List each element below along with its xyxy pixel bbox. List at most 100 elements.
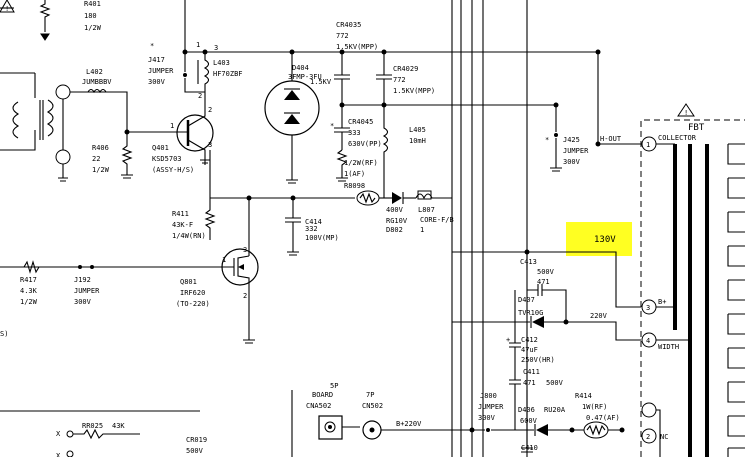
l403-pin-1: 1 xyxy=(196,41,200,49)
l807-ferrite: L807 CORE-F/B 1 xyxy=(415,190,454,234)
c412-rating: 250V(HR) xyxy=(521,356,555,364)
q401-pin-3: 3 xyxy=(208,141,212,149)
q401-transistor: 1 2 3 Q401 KSD5703 (ASSY-H/S) xyxy=(127,90,214,174)
cr4045-ref: CR4045 xyxy=(348,118,373,126)
l403-pin-2: 2 xyxy=(198,92,202,100)
d802-ref: D802 xyxy=(386,226,403,234)
fbt-pin-1: 1 xyxy=(646,141,650,149)
c411-capacitor: C411 471 500V xyxy=(509,365,564,398)
cn502-label: CN502 xyxy=(362,402,383,410)
cr4029-rating: 1.5KV(MPP) xyxy=(393,87,435,95)
d406-rating: 600V xyxy=(520,417,538,425)
warning-mark-1: ! xyxy=(5,5,9,13)
d404-diode: D404 3FMP-3FU 1.5KV xyxy=(264,52,332,184)
hout-label: H-OUT xyxy=(600,135,622,143)
cr4029-value: 772 xyxy=(393,76,406,84)
l405-value: 10mH xyxy=(409,137,426,145)
l403-value: HF70ZBF xyxy=(213,70,243,78)
cr4045-capacitor: * CR4045 333 630V(PP) xyxy=(330,105,382,150)
d407-ref: D407 xyxy=(518,296,535,304)
l402-value: JUMBBBV xyxy=(82,78,112,86)
r411-resistor: R411 43K-F 1/4W(RN) xyxy=(172,150,216,240)
board-label: BOARD xyxy=(312,391,333,399)
d404-value: 3FMP-3FU xyxy=(288,73,322,81)
r401-resistor: R401 180 1/2W xyxy=(39,0,102,41)
fbt-pin-b-label: B+ xyxy=(658,298,666,306)
r8098-thermistor: R8098 xyxy=(344,182,380,206)
driver-transformer xyxy=(0,72,128,182)
d404-ref: D404 xyxy=(292,64,309,72)
q401-value: KSD5703 xyxy=(152,155,182,163)
c413-capacitor: C413 500V 471 xyxy=(520,252,567,322)
fbt-pin-nc-label: NC xyxy=(660,433,668,441)
x-mark-2: X xyxy=(56,452,61,457)
j425-value: JUMPER xyxy=(563,147,589,155)
l402-coil xyxy=(87,88,107,94)
r414-fusible-resistor: R414 1W(RF) 0.47(AF) xyxy=(572,392,625,439)
fbt-outline xyxy=(640,119,745,457)
j192-ref: J192 xyxy=(74,276,91,284)
l403-inductor: 1 2 3 L403 HF70ZBF xyxy=(196,41,243,100)
fbt-pin-4: 4 xyxy=(646,337,650,345)
j192-value: JUMPER xyxy=(74,287,100,295)
c413-ref: C413 xyxy=(520,258,537,266)
l402-ref: L402 xyxy=(86,68,103,76)
r417-resistor: R417 4.3K 1/2W xyxy=(20,260,40,306)
cr4029-ref: CR4029 xyxy=(393,65,418,73)
q401-ref: Q401 xyxy=(152,144,169,152)
l807-value: CORE-F/B xyxy=(420,216,454,224)
r414-ref: R414 xyxy=(575,392,592,400)
d404-rating: 1.5KV xyxy=(310,78,332,86)
j425-jumper: * J425 JUMPER 300V xyxy=(545,105,589,172)
d802-rating: 400V xyxy=(386,206,404,214)
q401-pin-1: 1 xyxy=(170,122,174,130)
rr025-resistor: X X RR025 43K xyxy=(0,410,200,457)
l807-ref: L807 xyxy=(418,206,435,214)
d406-value: RU20A xyxy=(544,406,566,414)
c414-rating: 100V(MP) xyxy=(305,234,339,242)
j425-star: * xyxy=(545,136,549,144)
cr4045-rating: 630V(PP) xyxy=(348,140,382,148)
j417-jumper: * J417 JUMPER 300V xyxy=(148,42,205,93)
line-130v-wire xyxy=(452,251,641,308)
r406-ref: R406 xyxy=(92,144,109,152)
j800-jumper: J800 JUMPER 300V xyxy=(469,392,515,433)
c412-plus: + xyxy=(506,336,510,344)
d802-value: RG10V xyxy=(386,217,408,225)
j425-ref: J425 xyxy=(563,136,580,144)
fbt-pin-width-label: WIDTH xyxy=(658,343,679,351)
voltage-130v-label: 130V xyxy=(594,235,616,245)
cr4035-value: 772 xyxy=(336,32,349,40)
cn5p-label: 5P xyxy=(330,382,338,390)
rr025-value: 43K xyxy=(112,422,125,430)
c411-value: 471 xyxy=(523,379,536,387)
c410-ref: C410 xyxy=(521,444,538,452)
j417-rating: 300V xyxy=(148,78,166,86)
warning-triangle-icon-fbt xyxy=(677,103,695,117)
q801-note: (TO-220) xyxy=(176,300,210,308)
r411-rating: 1/4W(RN) xyxy=(172,232,206,240)
c412-value: 47uF xyxy=(521,346,538,354)
warning-mark-2: ! xyxy=(684,109,688,117)
r4016-resistor: 1/2W(RF) 1(AF) xyxy=(336,149,378,182)
j800-ref: J800 xyxy=(480,392,497,400)
j417-value: JUMPER xyxy=(148,67,174,75)
c414-value: 332 xyxy=(305,225,318,233)
l403-pin-3: 3 xyxy=(214,44,218,52)
left-cut-label: S) xyxy=(0,330,8,338)
fbt-label: FBT xyxy=(688,123,705,133)
r4016-note: 1(AF) xyxy=(344,170,365,178)
r417-value: 4.3K xyxy=(20,287,38,295)
voltage-highlight-box xyxy=(566,222,632,256)
c411-rating: 500V xyxy=(546,379,564,387)
fbt-transformer: ! FBT COLLECTOR 1 3 B+ 4 WIDTH 2 NC xyxy=(640,103,745,457)
r401-value: 180 xyxy=(84,12,97,20)
cr4045-star: * xyxy=(330,122,334,130)
j417-ref: J417 xyxy=(148,56,165,64)
l807-note: 1 xyxy=(420,226,424,234)
d406-ref: D406 xyxy=(518,406,535,414)
j800-value: JUMPER xyxy=(478,403,504,411)
q401-pin-2: 2 xyxy=(208,106,212,114)
r417-rating: 1/2W xyxy=(20,298,38,306)
